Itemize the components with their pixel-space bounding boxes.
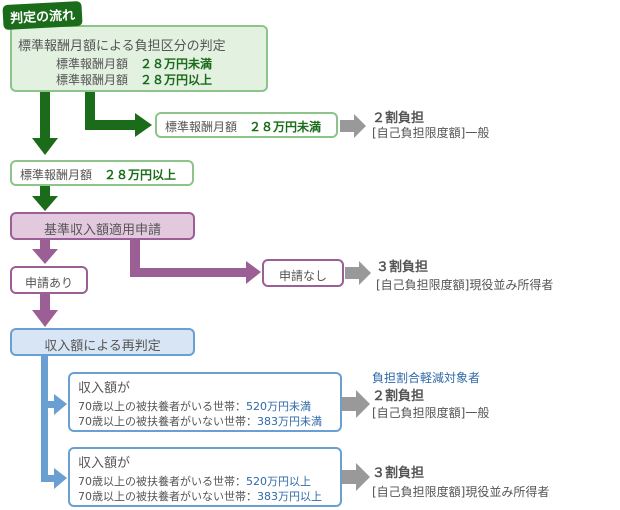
value: ２８万円未満 xyxy=(249,120,322,134)
line-2: 70歳以上の被扶養者がいない世帯：383万円未満 xyxy=(78,413,322,429)
result-active-2-ratio: ３割負担 xyxy=(372,466,425,481)
label: 標準報酬月額 xyxy=(56,73,129,87)
result-general-ratio: ２割負担 xyxy=(372,111,425,126)
label: 70歳以上の被扶養者がいない世帯： xyxy=(78,490,257,503)
income-high-box: 収入額が 70歳以上の被扶養者がいる世帯：520万円以上 70歳以上の被扶養者が… xyxy=(68,447,342,507)
result-reduced-ratio: ２割負担 xyxy=(372,389,425,404)
income-low-box: 収入額が 70歳以上の被扶養者がいる世帯：520万円未満 70歳以上の被扶養者が… xyxy=(68,372,342,432)
line-2: 70歳以上の被扶養者がいない世帯：383万円以上 xyxy=(78,488,322,504)
result-general-limit: [自己負担限度額]一般 xyxy=(372,126,490,140)
step1-title: 標準報酬月額による負担区分の判定 xyxy=(18,39,226,54)
label: 70歳以上の被扶養者がいる世帯： xyxy=(78,400,246,413)
over28-box: 標準報酬月額 ２８万円以上 xyxy=(10,160,194,186)
label: 標準報酬月額 xyxy=(56,57,129,71)
under28-box: 標準報酬月額 ２８万円未満 xyxy=(155,112,338,138)
rejudge-box: 収入額による再判定 xyxy=(10,328,195,356)
value: 383万円未満 xyxy=(257,415,322,428)
value: 520万円未満 xyxy=(246,400,311,413)
value: 383万円以上 xyxy=(257,490,322,503)
gray-arrows xyxy=(340,114,371,491)
label: 70歳以上の被扶養者がいない世帯： xyxy=(78,415,257,428)
green-arrows xyxy=(32,92,152,211)
applied-box: 申請あり xyxy=(10,266,88,294)
result-active-2-limit: [自己負担限度額]現役並み所得者 xyxy=(372,485,550,499)
value: ２８万円未満 xyxy=(140,57,213,71)
step1-line-1: 標準報酬月額 ２８万円未満 xyxy=(56,55,212,72)
result-active-1-ratio: ３割負担 xyxy=(376,260,429,275)
value: ２８万円以上 xyxy=(104,168,177,182)
value: ２８万円以上 xyxy=(140,73,213,87)
line-1: 70歳以上の被扶養者がいる世帯：520万円以上 xyxy=(78,473,311,489)
not-applied-box: 申請なし xyxy=(262,259,344,287)
application-box: 基準収入額適用申請 xyxy=(10,212,195,240)
line-1: 70歳以上の被扶養者がいる世帯：520万円未満 xyxy=(78,398,311,414)
label: 標準報酬月額 xyxy=(165,120,238,134)
step1-box: 標準報酬月額による負担区分の判定 標準報酬月額 ２８万円未満 標準報酬月額 ２８万円… xyxy=(10,25,268,92)
value: 520万円以上 xyxy=(246,475,311,488)
purple-arrows xyxy=(32,240,261,327)
result-reduced-note: 負担割合軽減対象者 xyxy=(372,371,481,385)
blue-arrows xyxy=(41,356,67,489)
label: 70歳以上の被扶養者がいる世帯： xyxy=(78,475,246,488)
flow-tag: 判定の流れ xyxy=(2,0,83,31)
result-reduced-limit: [自己負担限度額]一般 xyxy=(372,406,490,420)
heading: 収入額が xyxy=(78,456,131,471)
result-active-1-limit: [自己負担限度額]現役並み所得者 xyxy=(376,278,554,292)
label: 標準報酬月額 xyxy=(20,168,93,182)
step1-line-2: 標準報酬月額 ２８万円以上 xyxy=(56,71,212,88)
heading: 収入額が xyxy=(78,381,131,396)
